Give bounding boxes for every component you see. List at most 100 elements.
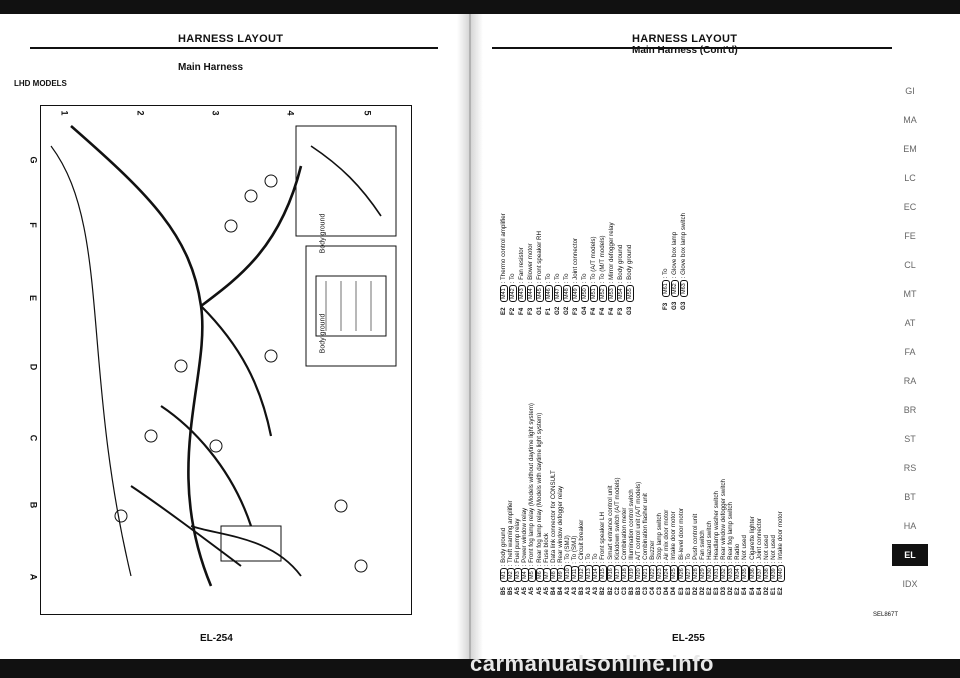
legend-entry: E2M40: Intake door motor [776, 511, 785, 595]
connector-description: : Glove box lamp switch [680, 212, 687, 279]
connector-description: : Intake door motor [776, 511, 784, 564]
left-page-title: HARNESS LAYOUT [178, 33, 284, 45]
legend-entry: F4M52: To (M/T models) [599, 235, 607, 315]
grid-ref: E4 [748, 587, 756, 595]
connector-description: : Not used [762, 535, 770, 564]
connector-description: : To (SMJ) [571, 535, 578, 564]
legend-entry: G3M62: Glove box lamp [671, 232, 679, 310]
connector-description: : Mirror defogger relay [608, 222, 615, 284]
grid-ref: E1 [769, 587, 777, 595]
grid-ref: G3 [671, 301, 678, 310]
connector-id: M50 [581, 285, 589, 302]
connector-description: : Push control unit [691, 513, 699, 564]
right-page-subtitle: Main Harness (Cont'd) [632, 45, 738, 56]
connector-description: : Combination meter [620, 507, 628, 564]
connector-description: : Smart entrance control unit [606, 485, 614, 564]
grid-ref: B3 [627, 587, 635, 595]
grid-ref: G2 [563, 306, 570, 315]
grid-letter-a: A [28, 573, 39, 581]
connector-description: : Front speaker LH [599, 512, 607, 564]
grid-number-4: 4 [285, 110, 296, 116]
connector-description: : Headlamp washer switch [713, 491, 720, 564]
grid-ref: E3 [684, 587, 692, 595]
grid-ref: E3 [713, 587, 720, 595]
right-page-title: HARNESS LAYOUT [632, 33, 738, 45]
grid-letter-e: E [28, 294, 39, 302]
section-tab-idx[interactable]: IDX [902, 579, 918, 589]
connector-description: : Kickdown switch (A/T models) [613, 477, 621, 564]
section-tab-gi[interactable]: GI [905, 86, 915, 96]
legend-entry: G3M55: Body ground [626, 245, 634, 315]
connector-description: : To (A/T models) [590, 236, 597, 284]
legend-entry: G4 M50: To [581, 273, 589, 315]
grid-ref: D2 [698, 587, 706, 595]
connector-description: : Not used [769, 535, 777, 564]
section-tab-lc[interactable]: LC [904, 173, 916, 183]
connector-id: M47 [554, 285, 562, 302]
connector-id: M53 [608, 285, 616, 302]
grid-ref: E2 [776, 587, 784, 595]
legend-entry: F4M51: To (A/T models) [590, 236, 598, 315]
section-tab-fe[interactable]: FE [904, 231, 916, 241]
grid-ref: A3 [571, 587, 578, 595]
grid-ref: D2 [691, 587, 699, 595]
section-tab-ma[interactable]: MA [903, 115, 917, 125]
section-tab-em[interactable]: EM [903, 144, 917, 154]
section-tab-mt[interactable]: MT [903, 289, 917, 299]
legend-entry: G2M48: To [563, 273, 571, 315]
section-tab-ha[interactable]: HA [903, 521, 917, 531]
section-tab-rs[interactable]: RS [903, 463, 917, 473]
grid-number-5: 5 [362, 110, 373, 116]
grid-number-2: 2 [135, 110, 146, 116]
grid-letter-d: D [28, 363, 39, 371]
grid-ref: C3 [642, 587, 649, 595]
grid-ref: F3 [572, 307, 579, 315]
connector-description: : Illumination control switch [627, 489, 635, 564]
section-tab-ec[interactable]: EC [903, 202, 917, 212]
connector-description: : Fan switch [698, 530, 706, 564]
section-tab-fa[interactable]: FA [904, 347, 916, 357]
legend-entry: F3M61: To [662, 268, 670, 310]
grid-ref: G4 [581, 306, 588, 315]
grid-ref: B2 [599, 587, 607, 595]
connector-description: : Not used [741, 535, 749, 564]
legend-entry: F4 M53: Mirror defogger relay [608, 222, 616, 315]
section-tab-cl[interactable]: CL [904, 260, 916, 270]
grid-ref: B3 [634, 587, 642, 595]
grid-ref: F4 [608, 307, 615, 315]
grid-ref: D2 [762, 587, 770, 595]
grid-letter-f: F [27, 222, 38, 228]
connector-id: M62 [671, 280, 679, 297]
section-tab-bt[interactable]: BT [904, 492, 916, 502]
grid-ref: B2 [606, 587, 614, 595]
connector-description: : A/T control unit (A/T models) [634, 481, 642, 564]
connector-description: : To [563, 273, 570, 284]
connector-description: : Body ground [617, 244, 624, 284]
grid-ref: E3 [677, 587, 685, 595]
grid-ref: F3 [617, 307, 624, 315]
connector-description: : To [581, 273, 588, 284]
left-page-number: EL-254 [200, 633, 233, 644]
right-title-rule [492, 47, 892, 49]
connector-id: M52 [599, 285, 607, 302]
section-tab-br[interactable]: BR [903, 405, 917, 415]
connector-id: M54 [617, 285, 625, 302]
section-tab-ra[interactable]: RA [903, 376, 917, 386]
grid-ref: D4 [670, 587, 678, 595]
harness-diagram [40, 105, 412, 615]
connector-description: : Bi-level door motor [677, 507, 685, 564]
models-label: LHD MODELS [14, 79, 67, 88]
connector-description: : To [662, 268, 669, 279]
scan-edge-top [0, 0, 960, 14]
left-page-subtitle: Main Harness [178, 62, 244, 73]
right-page-number: EL-255 [672, 633, 705, 644]
grid-ref: G2 [554, 306, 561, 315]
section-tab-at[interactable]: AT [904, 318, 916, 328]
connector-id: M61 [662, 280, 670, 297]
connector-id: M55 [626, 285, 634, 302]
grid-ref: E2 [705, 587, 713, 595]
section-tab-el[interactable]: EL [892, 544, 928, 566]
section-tab-st[interactable]: ST [904, 434, 916, 444]
figure-ref-code: SEL867T [873, 612, 899, 618]
